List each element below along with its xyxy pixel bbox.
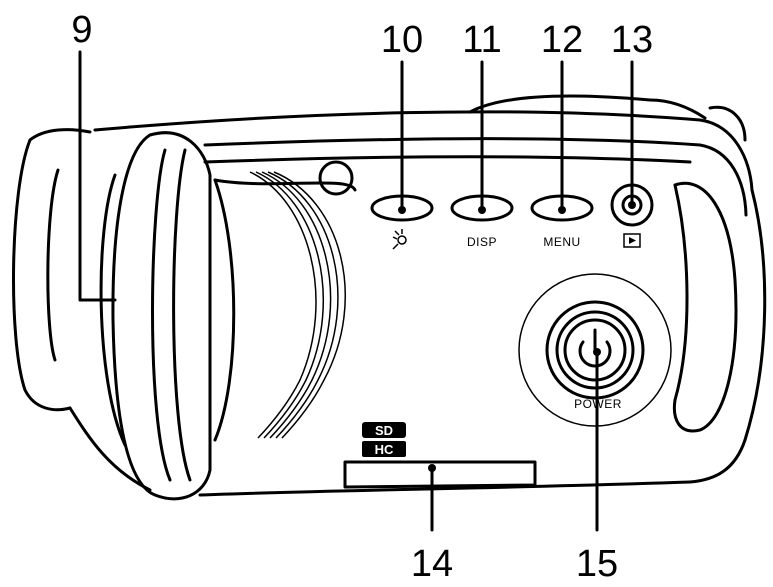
power-button[interactable] (545, 300, 645, 400)
lcd-panel (213, 160, 357, 442)
callout-15: 15 (576, 543, 618, 585)
light-icon (392, 229, 407, 250)
callout-9: 9 (71, 9, 92, 51)
lens-assembly (12, 128, 212, 501)
play-icon (623, 233, 641, 248)
disp-label: DISP (467, 235, 497, 249)
card-slot-cover (343, 460, 537, 489)
menu-label: MENU (543, 235, 580, 249)
leader-lines (78, 50, 636, 532)
sdhc-logo: SD HC (362, 422, 406, 457)
indicator-lamp (318, 160, 354, 196)
camera-body (93, 94, 767, 497)
callout-numbers: 9 10 11 12 13 14 15 (71, 9, 653, 585)
callout-13: 13 (611, 19, 653, 61)
callout-10: 10 (381, 19, 423, 61)
svg-text:SD: SD (375, 423, 393, 438)
power-icon (578, 328, 612, 368)
svg-text:HC: HC (375, 442, 394, 457)
callout-14: 14 (411, 543, 453, 585)
callout-11: 11 (462, 19, 501, 61)
button-row: DISP MENU (370, 183, 654, 250)
callout-12: 12 (541, 19, 583, 61)
